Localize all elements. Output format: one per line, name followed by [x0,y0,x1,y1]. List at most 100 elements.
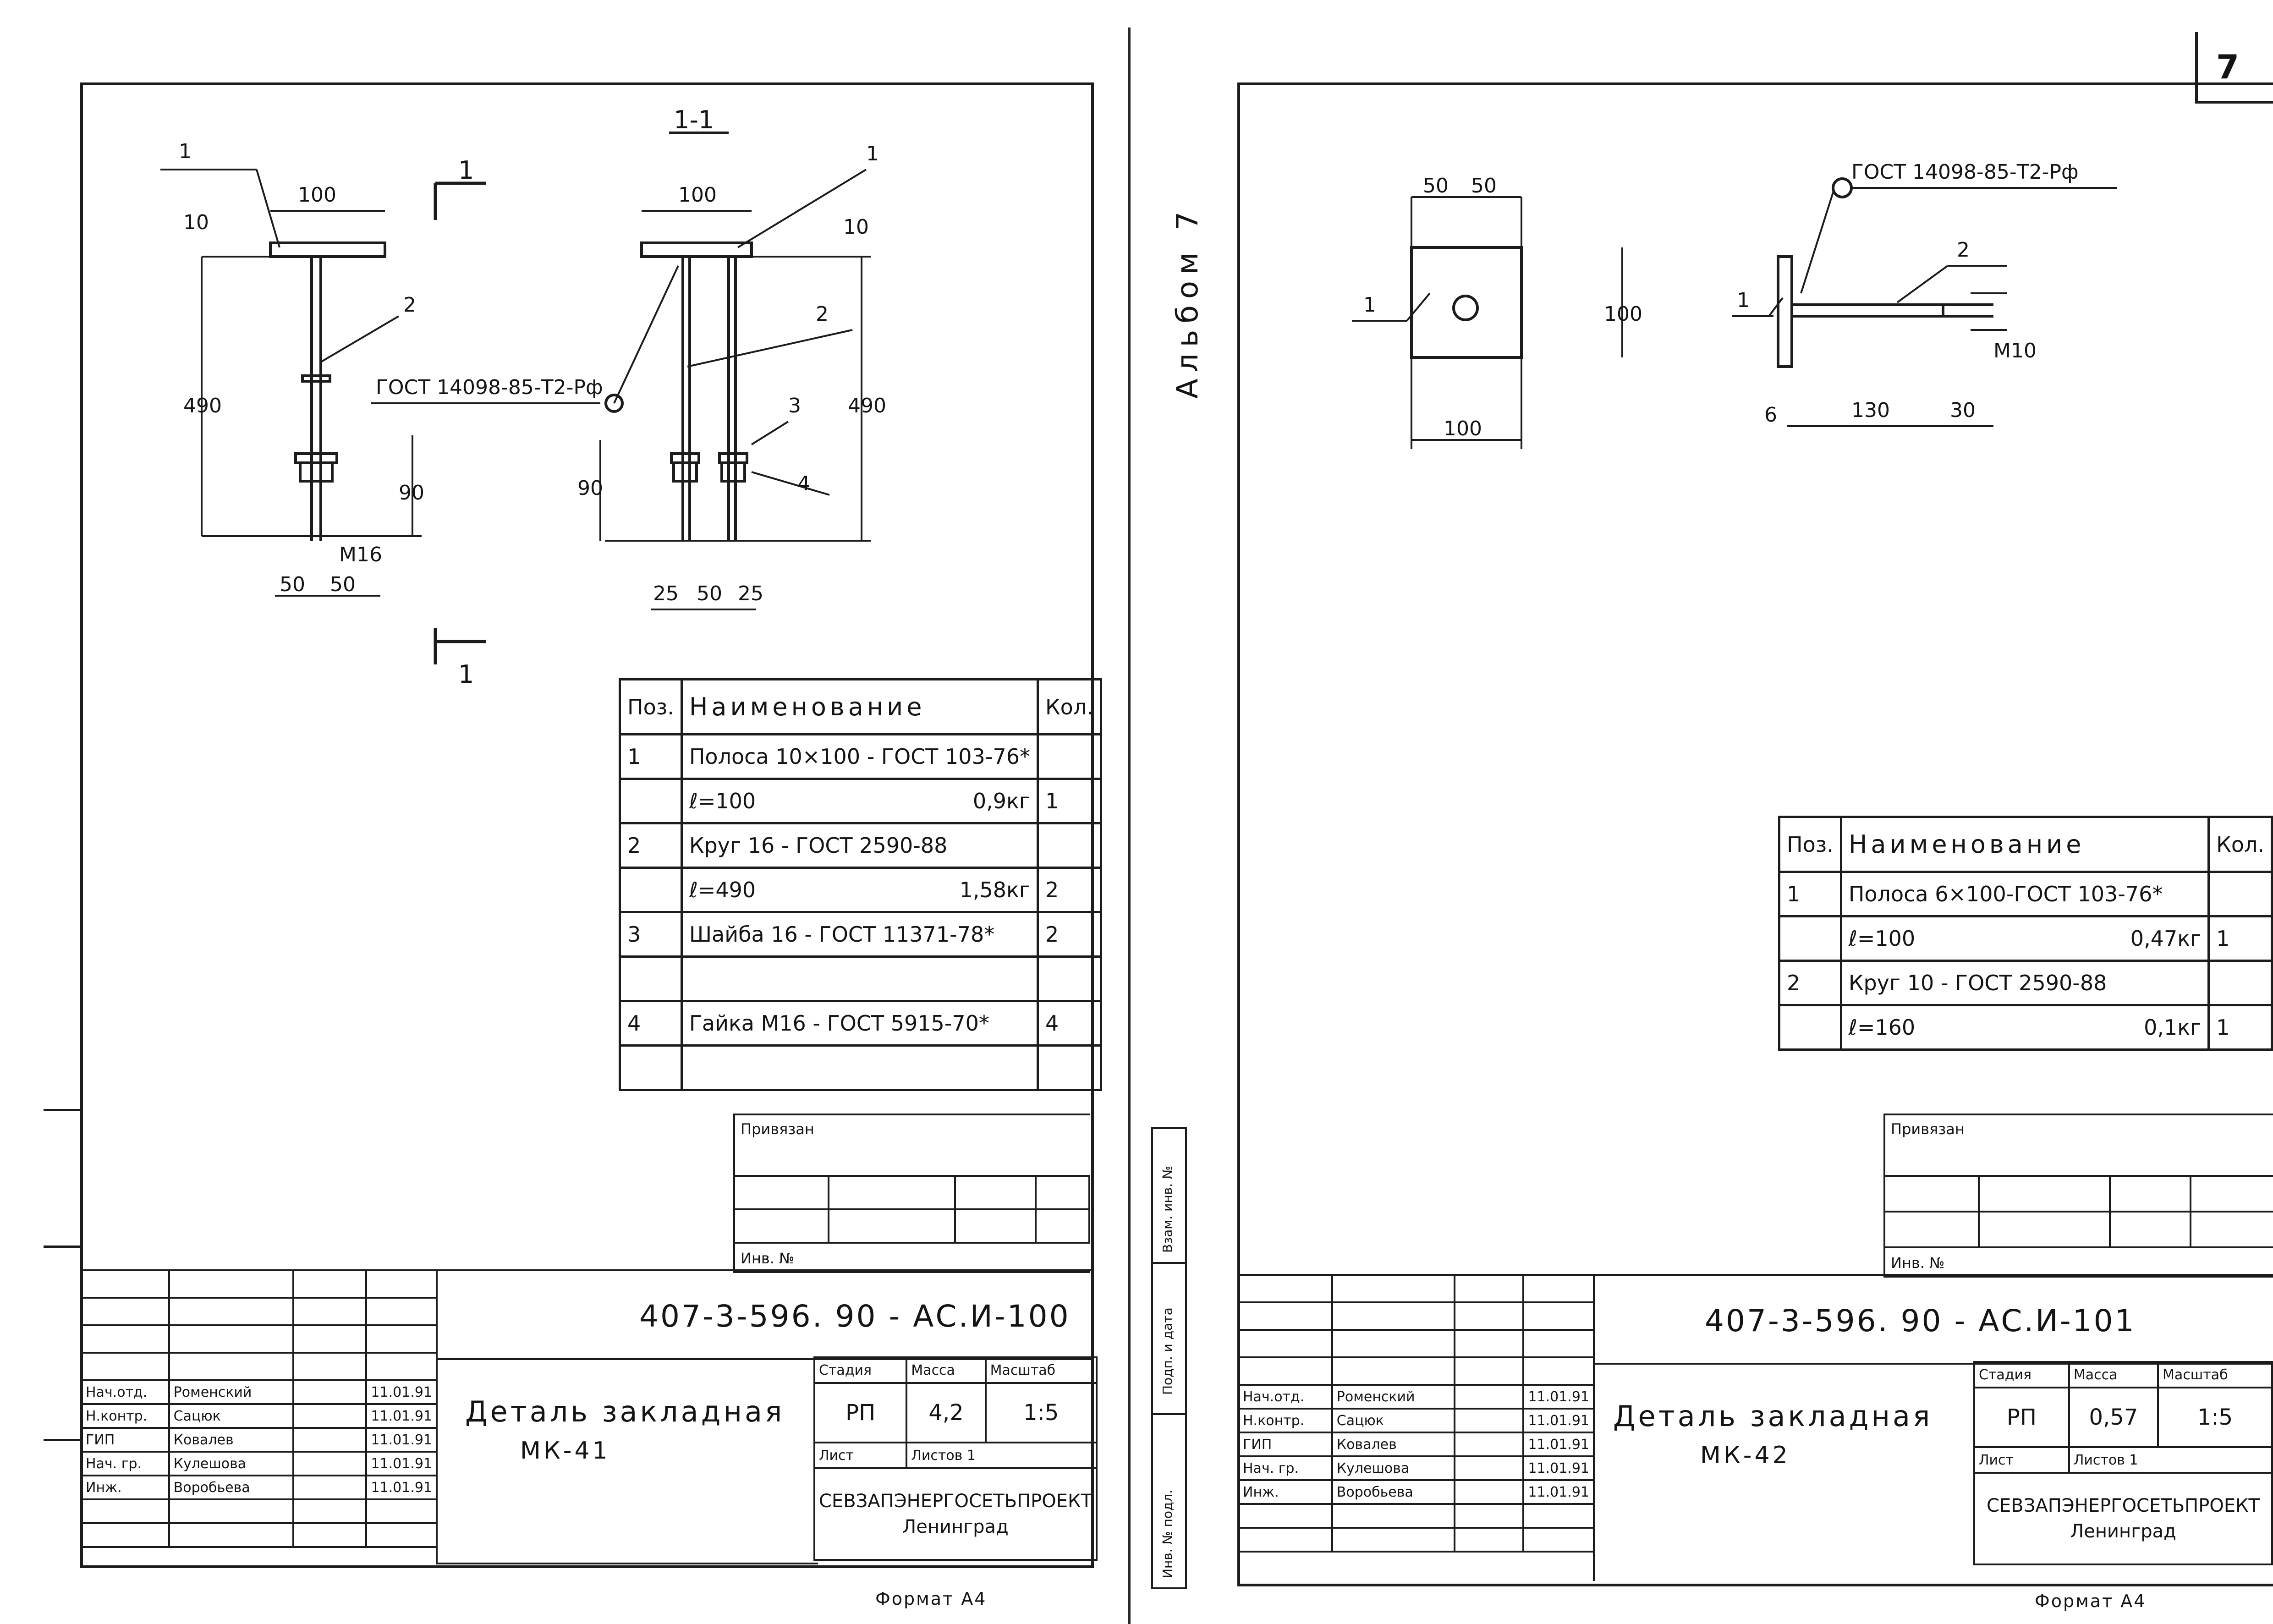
inv-label: Инв. № [741,1250,795,1267]
staff-role: Н.контр. [80,1403,170,1429]
mk41-cut-top: 1 [458,156,474,185]
spec-pos [619,955,683,1002]
mk41-doc-code: 407-3-596. 90 - АС.И-100 [639,1299,1071,1334]
mk41-cut-bottom: 1 [458,660,474,689]
sheets-label: Листов 1 [906,1442,1098,1469]
privyazan-label: Привязан [741,1120,814,1138]
mk42-format: Формат А4 [2035,1591,2147,1611]
stage-value: РП [1973,1387,2070,1448]
staff-date: 11.01.91 [365,1403,438,1429]
spec-qty [2207,960,2273,1006]
scale-value: 1:5 [984,1382,1098,1443]
mass-value: 4,2 [906,1382,987,1443]
staff-date: 11.01.91 [1522,1384,1595,1410]
stage-value: РП [813,1382,908,1443]
signature [292,1379,368,1405]
mk41-name-line1: Деталь закладная [465,1395,785,1428]
mk41-dim-50-c: 50 [697,582,722,605]
col-scale: Масштаб [2157,1361,2273,1388]
mk42-pos1-b: 1 [1737,289,1750,312]
spec-pos [1778,915,1842,962]
mk42-pos1: 1 [1363,293,1376,317]
spec-col-pos: Поз. [619,678,683,735]
mk41-section-plate [640,241,753,258]
staff-date: 11.01.91 [1522,1408,1595,1433]
mk42-doc-code: 407-3-596. 90 - АС.И-101 [1705,1303,2136,1339]
spec-name: Полоса 10×100 - ГОСТ 103-76* [680,733,1039,780]
spec-length: ℓ=100 [689,789,756,813]
mk41-dim-25-b: 25 [738,582,763,605]
signature [1453,1384,1525,1410]
spec-length: ℓ=100 [1848,926,1916,951]
mk41-dim-490-b: 490 [848,394,886,417]
staff-role: Нач. гр. [1237,1455,1333,1481]
mass-value: 0,57 [2068,1387,2159,1448]
mk41-dim-10-b: 10 [843,215,869,239]
privyazan-label: Привязан [1891,1120,1965,1138]
page-number-box: 7 [2195,32,2273,104]
mk41-front-plate [269,241,386,258]
staff-role: Инж. [1237,1479,1333,1505]
col-scale: Масштаб [984,1356,1098,1384]
mk42-dim-50-b: 50 [1471,174,1497,198]
staff-role: Нач. гр. [80,1451,170,1476]
sheet-mk42-frame [1237,82,2273,1586]
spec-pos: 3 [619,911,683,958]
mk41-pos3: 3 [788,394,801,417]
center-fold-line [1128,27,1131,1624]
spec-qty: 2 [1036,911,1102,958]
staff-role: ГИП [80,1427,170,1453]
signature [1453,1479,1525,1505]
mk41-pos2-b: 2 [816,302,829,326]
staff-date: 11.01.91 [1522,1479,1595,1505]
spec-qty: 4 [1036,1000,1102,1047]
staff-role: Нач.отд. [1237,1384,1333,1410]
side-stamp-column: Взам. инв. № Подп. и дата Инв. № подл. [1151,1127,1187,1589]
spec-name [680,955,1039,1002]
staff-name: Роменский [168,1379,295,1405]
table-row [619,955,1102,1002]
staff-role: ГИП [1237,1432,1333,1457]
staff-date: 11.01.91 [365,1379,438,1405]
mk41-dim-50-b: 50 [330,573,356,596]
mk42-dim-30: 30 [1950,399,1976,422]
sheets-label: Листов 1 [2068,1446,2273,1474]
spec-header-row: Поз. Наименование Кол. [1778,816,2273,873]
mk42-code-box: 407-3-596. 90 - АС.И-101 [1593,1274,2273,1365]
col-mass: Масса [906,1356,987,1384]
staff-name: Кулешова [1331,1455,1455,1481]
signature [292,1403,368,1429]
spec-pos: 2 [619,822,683,869]
mk41-dim-50-a: 50 [280,573,305,596]
left-edge-tick [44,1109,80,1111]
page-number: 7 [2216,48,2240,86]
left-edge-tick [44,1245,80,1248]
col-mass: Масса [2068,1361,2159,1388]
col-stage: Стадия [1973,1361,2070,1388]
spec-pos [619,778,683,824]
org-city: Ленинград [902,1516,1009,1537]
mk42-name-line1: Деталь закладная [1613,1399,1933,1433]
mk42-name-box: Деталь закладная МК-42 [1593,1361,1977,1581]
mk41-format: Формат А4 [875,1589,987,1609]
spec-qty [1036,733,1102,780]
spec-qty: 1 [2207,1004,2273,1051]
signature [292,1475,368,1500]
mk41-pos2: 2 [403,293,416,317]
spec-name [680,1044,1039,1091]
spec-name: Круг 16 - ГОСТ 2590-88 [680,822,1039,869]
spec-pos [619,1044,683,1091]
spec-name: Гайка М16 - ГОСТ 5915-70* [680,1000,1039,1047]
mk41-pos1: 1 [179,140,192,163]
